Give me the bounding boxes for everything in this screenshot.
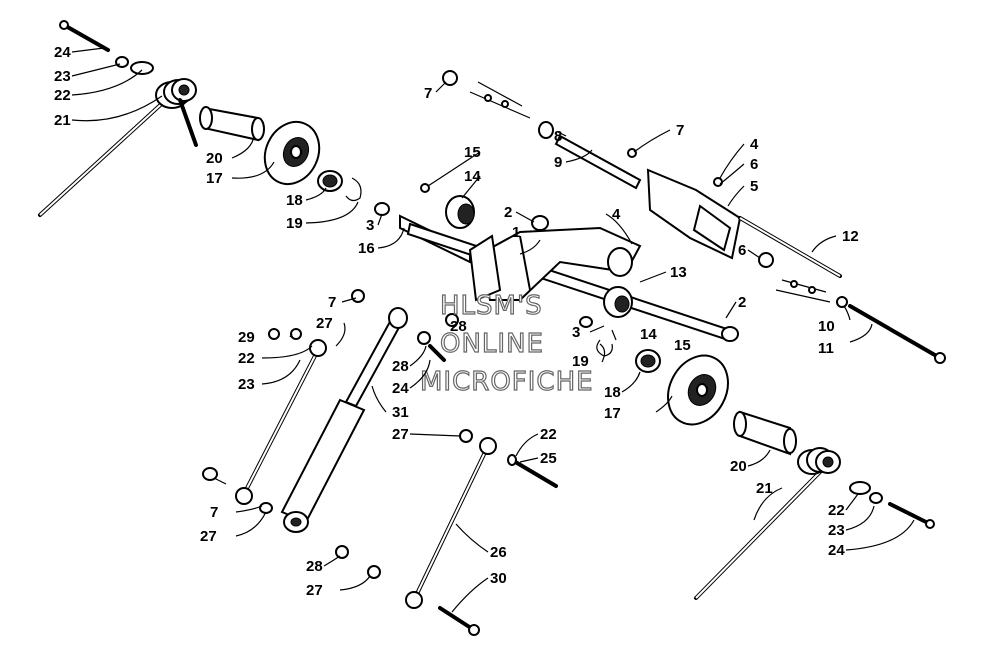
left-torsion-spring-assembly <box>38 20 471 264</box>
callout-13: 13 <box>670 264 687 281</box>
callout-6: 6 <box>738 242 746 259</box>
callout-24: 24 <box>828 542 845 559</box>
callout-14: 14 <box>464 168 481 185</box>
callout-19: 19 <box>572 353 589 370</box>
callout-11: 11 <box>818 340 834 357</box>
watermark: HLSM'S ONLINE MICROFICHE <box>419 290 594 397</box>
callout-labels: 24 23 22 21 20 17 18 19 3 16 7 15 14 2 1… <box>54 44 859 599</box>
fastener-detail-right <box>775 279 831 303</box>
callout-28: 28 <box>392 358 409 375</box>
callout-24: 24 <box>54 44 71 61</box>
callout-23: 23 <box>828 522 845 539</box>
callout-9: 9 <box>554 154 562 171</box>
callout-30: 30 <box>490 570 507 587</box>
callout-27: 27 <box>316 315 333 332</box>
watermark-line-1: HLSM'S <box>440 291 543 321</box>
callout-2: 2 <box>738 294 746 311</box>
callout-22: 22 <box>238 350 255 367</box>
callout-20: 20 <box>206 150 223 167</box>
callout-28: 28 <box>306 558 323 575</box>
fastener-detail-top <box>442 70 531 119</box>
callout-25: 25 <box>540 450 557 467</box>
callout-2: 2 <box>504 204 512 221</box>
callout-31: 31 <box>392 404 409 421</box>
callout-8: 8 <box>554 128 562 145</box>
center-rocker-assembly <box>406 183 797 456</box>
callout-17: 17 <box>604 405 621 422</box>
callout-21: 21 <box>756 480 773 497</box>
callout-14: 14 <box>640 326 657 343</box>
callout-27: 27 <box>200 528 217 545</box>
callout-23: 23 <box>238 376 255 393</box>
callout-3: 3 <box>572 324 580 341</box>
callout-4: 4 <box>612 206 621 223</box>
callout-23: 23 <box>54 68 71 85</box>
callout-27: 27 <box>392 426 409 443</box>
callout-18: 18 <box>286 192 303 209</box>
callout-18: 18 <box>604 384 621 401</box>
callout-22: 22 <box>540 426 557 443</box>
callout-27: 27 <box>306 582 323 599</box>
callout-24: 24 <box>392 380 409 397</box>
callout-7: 7 <box>424 85 432 102</box>
callout-28: 28 <box>450 318 467 335</box>
callout-22: 22 <box>54 87 71 104</box>
callout-21: 21 <box>54 112 71 129</box>
callout-17: 17 <box>206 170 223 187</box>
callout-5: 5 <box>750 178 758 195</box>
callout-7: 7 <box>676 122 684 139</box>
callout-26: 26 <box>490 544 507 561</box>
torsion-spring-coils <box>155 78 197 109</box>
torsion-spring-coils <box>797 447 841 475</box>
lower-shock-link-assembly <box>202 289 558 636</box>
callout-22: 22 <box>828 502 845 519</box>
upper-right-bracket-assembly <box>442 70 946 364</box>
right-torsion-spring-assembly <box>694 447 935 600</box>
callout-12: 12 <box>842 228 859 245</box>
callout-19: 19 <box>286 215 303 232</box>
callout-20: 20 <box>730 458 747 475</box>
callout-16: 16 <box>358 240 375 257</box>
leader-lines <box>71 47 915 613</box>
callout-15: 15 <box>674 337 691 354</box>
callout-29: 29 <box>238 329 255 346</box>
watermark-line-3: MICROFICHE <box>420 367 594 397</box>
callout-1: 1 <box>512 224 520 241</box>
callout-6: 6 <box>750 156 758 173</box>
callout-4: 4 <box>750 136 759 153</box>
callout-7: 7 <box>210 504 218 521</box>
callout-7: 7 <box>328 294 336 311</box>
callout-3: 3 <box>366 217 374 234</box>
callout-10: 10 <box>818 318 835 335</box>
watermark-line-2: ONLINE <box>440 329 544 359</box>
callout-15: 15 <box>464 144 481 161</box>
